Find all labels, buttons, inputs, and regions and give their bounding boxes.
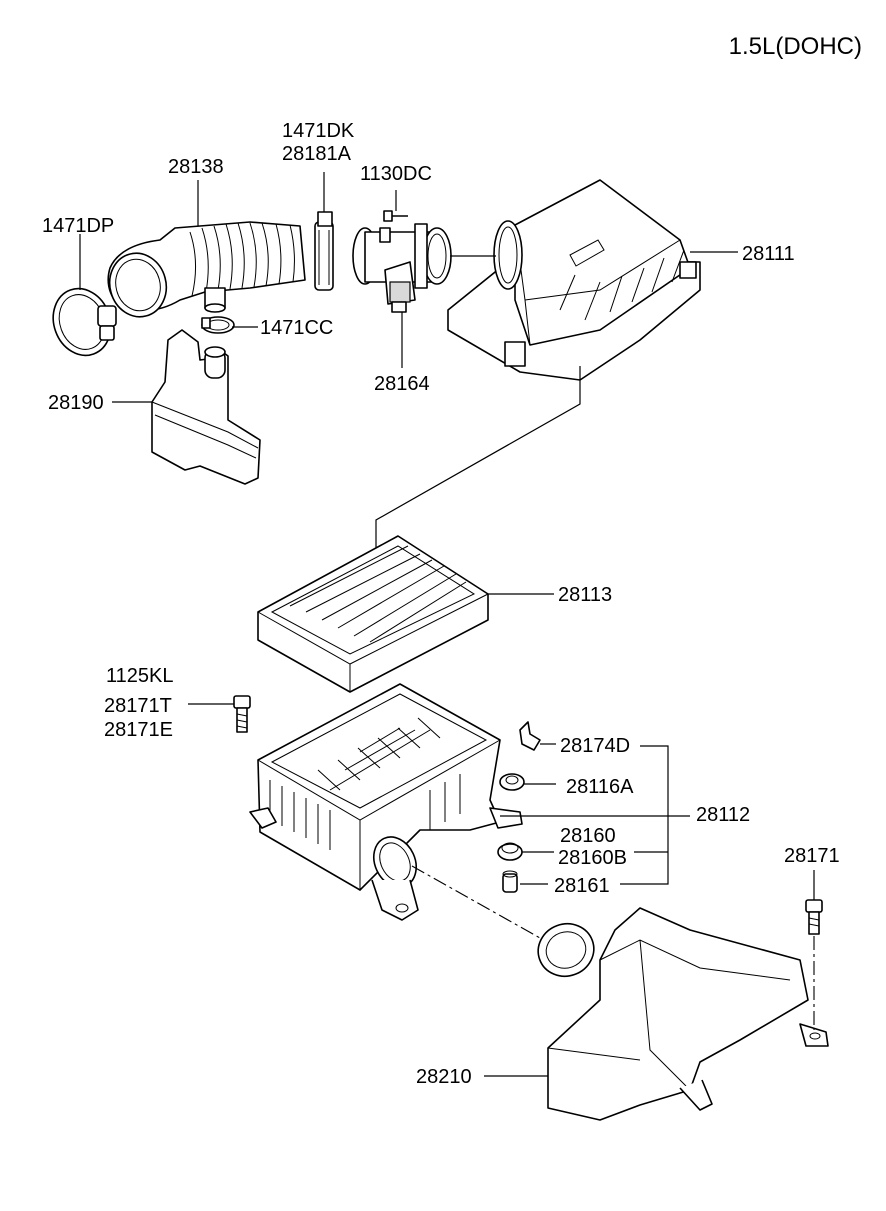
- air-cleaner-cover-28111[interactable]: [447, 179, 738, 381]
- intake-hose-28138[interactable]: [103, 221, 306, 323]
- label-28171e: 28171E: [104, 719, 173, 741]
- label-1125kl: 1125KL: [106, 665, 173, 687]
- engine-title: 1.5L(DOHC): [729, 33, 862, 60]
- air-duct-28210[interactable]: [484, 907, 829, 1121]
- bracket-28174d[interactable]: [519, 721, 556, 751]
- label-28210: 28210: [416, 1066, 472, 1088]
- hose-clamp-1471cc[interactable]: [201, 316, 235, 334]
- label-28171: 28171: [784, 845, 840, 867]
- hose-clamp-1471dp[interactable]: [44, 280, 120, 363]
- label-28171t: 28171T: [104, 695, 172, 717]
- label-1471cc: 1471CC: [260, 317, 333, 339]
- label-1471dk: 1471DK: [282, 120, 355, 142]
- bolt-28171[interactable]: [805, 870, 823, 1030]
- label-28112: 28112: [696, 804, 750, 826]
- label-1130dc: 1130DC: [360, 163, 432, 185]
- label-28190: 28190: [48, 392, 104, 414]
- resonator-28190[interactable]: [112, 329, 261, 485]
- label-28111: 28111: [742, 243, 795, 265]
- air-flow-sensor-28164[interactable]: [352, 223, 452, 368]
- label-28164: 28164: [374, 373, 430, 395]
- label-28161: 28161: [554, 875, 610, 897]
- bolt-1130dc[interactable]: [383, 190, 408, 222]
- group-bracket-28112: [500, 745, 690, 885]
- collar-28161[interactable]: [502, 870, 548, 893]
- label-1471dp: 1471DP: [42, 215, 114, 237]
- label-28160b: 28160B: [558, 847, 627, 869]
- label-28113: 28113: [558, 584, 612, 606]
- label-28116a: 28116A: [566, 776, 634, 798]
- grommet-28160[interactable]: [497, 842, 554, 861]
- hose-clamp-1471dk[interactable]: [314, 172, 334, 291]
- label-28181a: 28181A: [282, 143, 352, 165]
- air-cleaner-body-28112[interactable]: [249, 683, 523, 921]
- assembly-line-case-duct: [411, 865, 541, 939]
- label-28174d: 28174D: [560, 735, 630, 757]
- label-28138: 28138: [168, 156, 224, 178]
- air-filter-element-28113[interactable]: [257, 535, 554, 693]
- label-28160: 28160: [560, 825, 616, 847]
- bolt-28171t[interactable]: [188, 695, 251, 733]
- nut-28116a[interactable]: [499, 773, 556, 791]
